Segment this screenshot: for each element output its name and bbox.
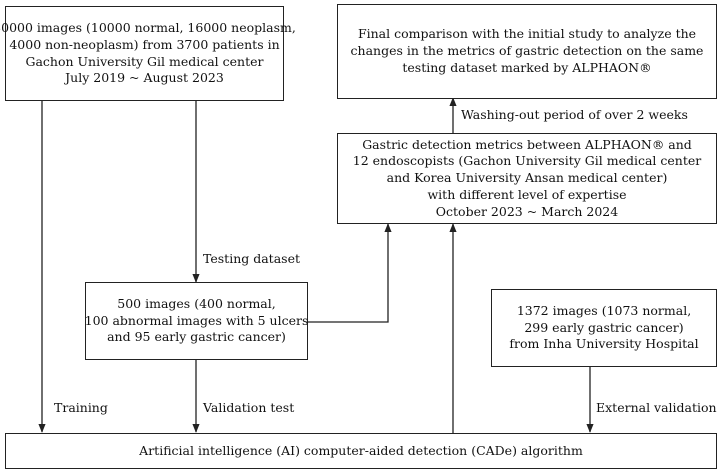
testing-dataset-label: Testing dataset (203, 251, 300, 266)
detection-metrics-box: Gastric detection metrics between ALPHAO… (337, 133, 717, 224)
final-line: changes in the metrics of gastric detect… (350, 43, 704, 59)
algorithm-line: Artificial intelligence (AI) computer-ai… (139, 442, 583, 458)
dataset-line: July 2019 ~ August 2023 (65, 70, 224, 86)
metrics-line: Gastric detection metrics between ALPHAO… (362, 136, 692, 152)
training-dataset-box: 30000 images (10000 normal, 16000 neopla… (0, 6, 296, 101)
testing-line: and 95 early gastric cancer) (107, 329, 286, 345)
washout-label: Washing-out period of over 2 weeks (461, 107, 688, 122)
cade-algorithm-box: Artificial intelligence (AI) computer-ai… (5, 433, 717, 469)
dataset-line: 4000 non-neoplasm) from 3700 patients in (9, 36, 280, 52)
final-comparison-box: Final comparison with the initial study … (337, 4, 717, 99)
external-line: 1372 images (1073 normal, (516, 302, 692, 318)
testing-line: 500 images (400 normal, (117, 295, 276, 311)
final-line: testing dataset marked by ALPHAON® (402, 59, 652, 75)
testing-dataset-box: 500 images (400 normal, 100 abnormal ima… (85, 282, 308, 360)
external-dataset-box: 1372 images (1073 normal, 299 early gast… (491, 289, 717, 367)
external-validation-label: External validation (596, 400, 717, 415)
dataset-line: Gachon University Gil medical center (25, 53, 264, 69)
testing-line: 100 abnormal images with 5 ulcers (84, 312, 309, 328)
metrics-line: October 2023 ~ March 2024 (435, 203, 619, 219)
external-line: from Inha University Hospital (509, 336, 699, 352)
metrics-line: with different level of expertise (427, 186, 627, 202)
dataset-line: 30000 images (10000 normal, 16000 neopla… (0, 20, 296, 35)
validation-test-label: Validation test (203, 400, 295, 415)
metrics-line: 12 endoscopists (Gachon University Gil m… (352, 153, 702, 169)
training-label: Training (54, 400, 108, 415)
final-line: Final comparison with the initial study … (357, 26, 697, 42)
testing-to-metrics-arrow (308, 223, 392, 323)
metrics-line: and Korea University Ansan medical cente… (386, 170, 668, 186)
external-line: 299 early gastric cancer) (524, 319, 684, 335)
